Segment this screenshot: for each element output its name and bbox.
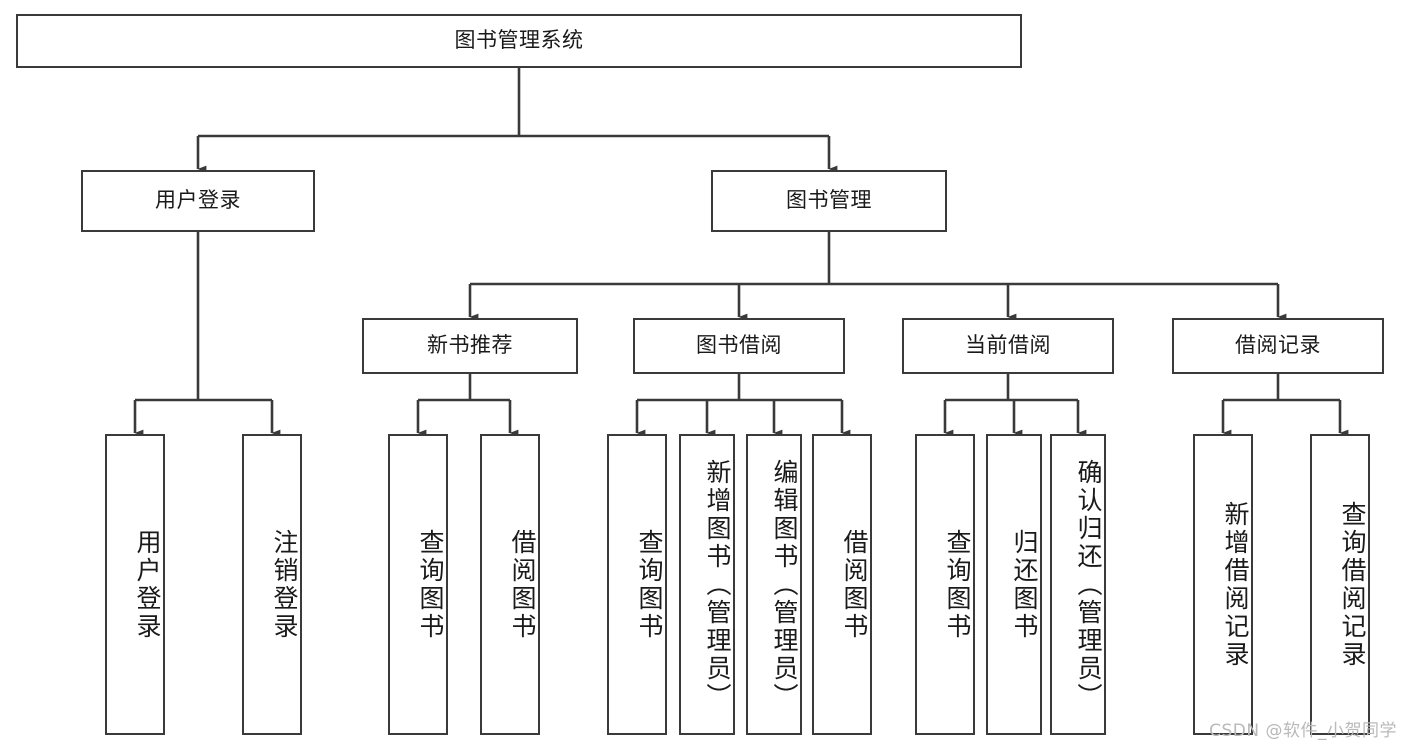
node-label: 用户登录 (133, 528, 162, 641)
node-leaf-borrow-book[interactable]: 借阅图书 (812, 434, 872, 735)
node-label: 编辑图书（管理员） (770, 458, 799, 711)
node-label: 新增借阅记录 (1221, 500, 1250, 669)
node-leaf-query-book-borrow[interactable]: 查询图书 (607, 434, 667, 735)
node-borrow-record[interactable]: 借阅记录 (1172, 318, 1384, 374)
node-label: 当前借阅 (965, 333, 1051, 358)
node-book-management[interactable]: 图书管理 (711, 170, 947, 232)
node-root-book-management-system[interactable]: 图书管理系统 (16, 14, 1022, 68)
node-leaf-logout[interactable]: 注销登录 (242, 434, 302, 735)
node-label: 图书管理 (786, 188, 872, 213)
node-new-book-recommend[interactable]: 新书推荐 (362, 318, 578, 374)
node-label: 用户登录 (155, 188, 241, 213)
node-book-borrow[interactable]: 图书借阅 (633, 318, 845, 374)
node-leaf-confirm-return-admin[interactable]: 确认归还（管理员） (1050, 434, 1106, 735)
node-leaf-query-book-current[interactable]: 查询图书 (915, 434, 975, 735)
node-leaf-add-book-admin[interactable]: 新增图书（管理员） (679, 434, 735, 735)
connector-edges (133, 68, 1349, 437)
node-label: 借阅图书 (840, 528, 869, 641)
node-leaf-edit-book-admin[interactable]: 编辑图书（管理员） (746, 434, 802, 735)
node-label: 确认归还（管理员） (1074, 458, 1103, 711)
node-leaf-add-borrow-record[interactable]: 新增借阅记录 (1193, 434, 1253, 735)
node-leaf-query-book-recommend[interactable]: 查询图书 (388, 434, 448, 735)
node-leaf-query-borrow-record[interactable]: 查询借阅记录 (1310, 434, 1370, 735)
node-label: 查询图书 (943, 528, 972, 641)
node-leaf-user-login[interactable]: 用户登录 (105, 434, 165, 735)
node-label: 图书管理系统 (454, 28, 584, 53)
node-label: 新书推荐 (427, 333, 513, 358)
node-label: 借阅图书 (508, 528, 537, 641)
node-current-borrow[interactable]: 当前借阅 (902, 318, 1114, 374)
node-user-login[interactable]: 用户登录 (81, 170, 315, 232)
node-label: 查询图书 (416, 528, 445, 641)
node-leaf-borrow-book-recommend[interactable]: 借阅图书 (480, 434, 540, 735)
node-leaf-return-book[interactable]: 归还图书 (986, 434, 1042, 735)
node-label: 注销登录 (270, 528, 299, 641)
node-label: 借阅记录 (1235, 333, 1321, 358)
node-label: 查询图书 (635, 528, 664, 641)
node-label: 新增图书（管理员） (703, 458, 732, 711)
node-label: 归还图书 (1010, 528, 1039, 641)
node-label: 查询借阅记录 (1338, 500, 1367, 669)
node-label: 图书借阅 (696, 333, 782, 358)
